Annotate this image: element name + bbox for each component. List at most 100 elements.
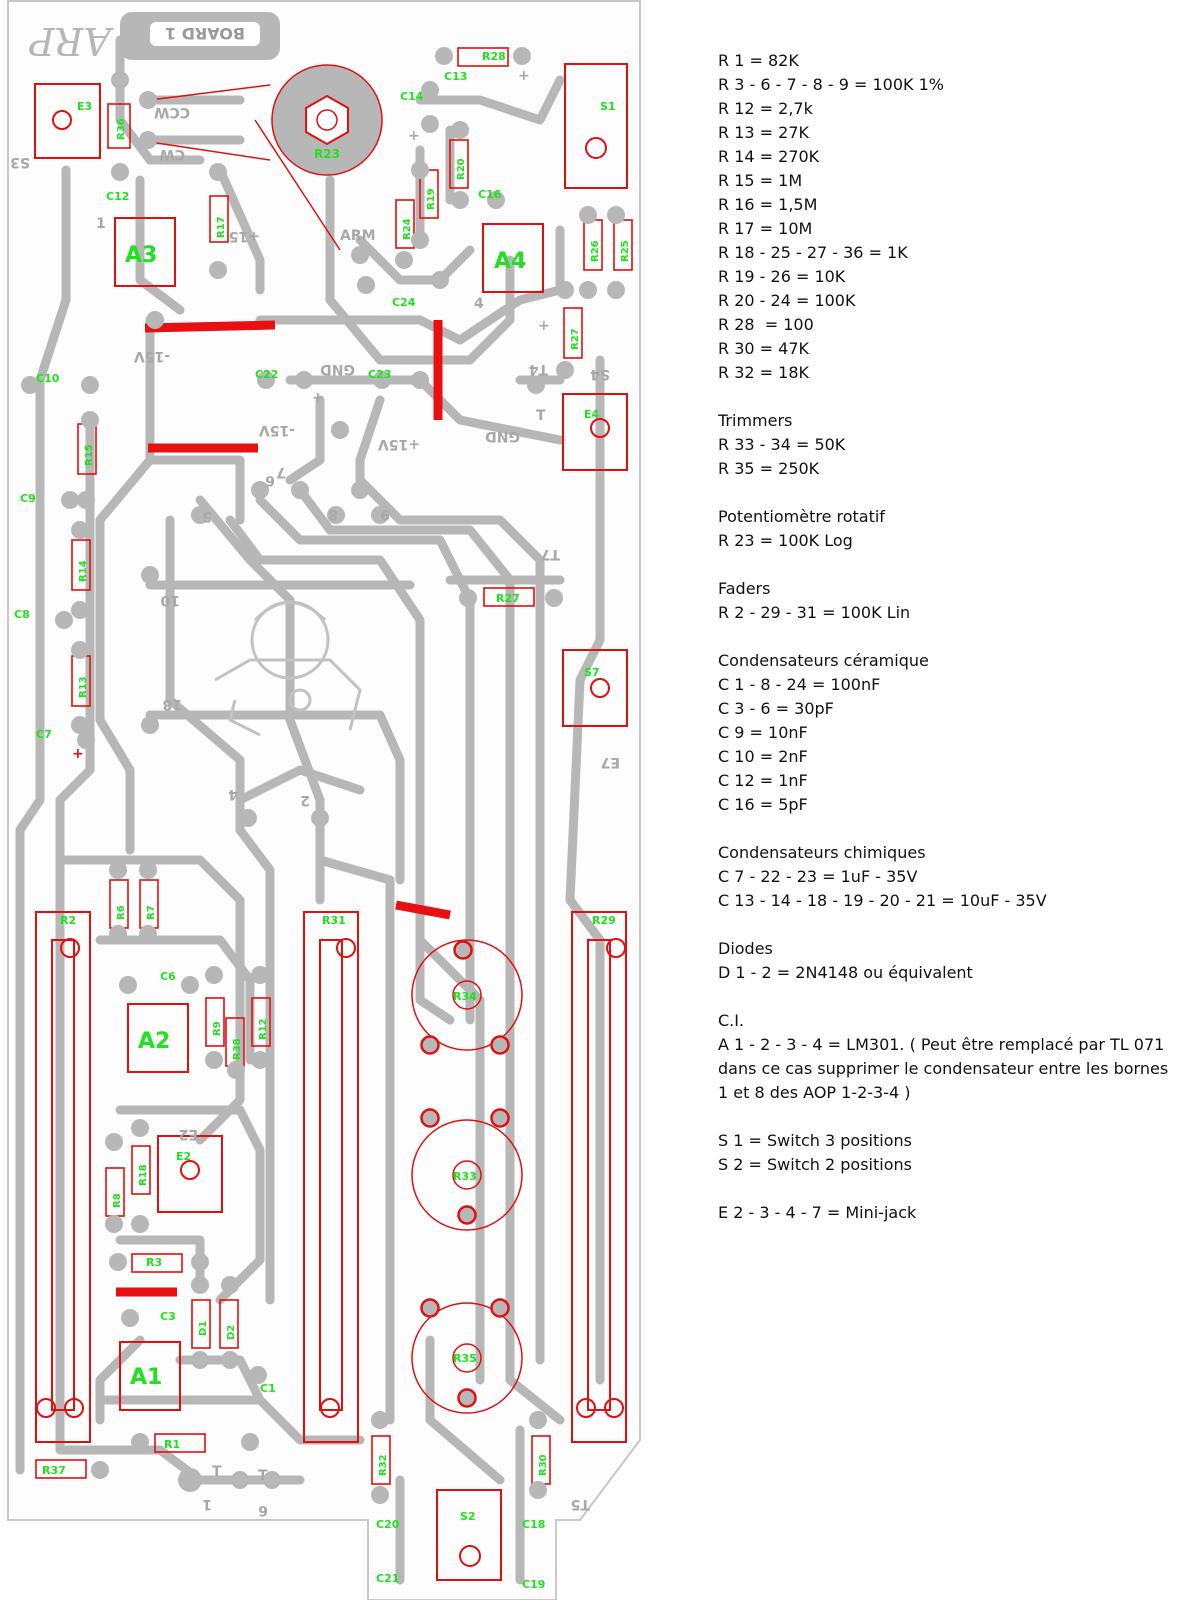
svg-text:D1: D1 [198, 1321, 209, 1336]
jumper-wires [116, 320, 451, 1297]
svg-text:+: + [72, 746, 84, 762]
svg-text:S7: S7 [584, 666, 600, 679]
pads [21, 47, 625, 1504]
bom-line: R 20 - 24 = 100K [718, 291, 856, 310]
svg-text:R8: R8 [112, 1193, 123, 1208]
svg-text:T7: T7 [541, 546, 560, 562]
svg-text:GND: GND [320, 361, 355, 377]
svg-text:A2: A2 [138, 1029, 170, 1054]
svg-text:A1: A1 [130, 1365, 162, 1390]
pcb-layout: BOARD 1 ARP R23 [7, 0, 641, 1600]
svg-text:R26: R26 [590, 240, 601, 262]
svg-text:C16: C16 [478, 188, 502, 201]
svg-text:A3: A3 [125, 243, 157, 268]
svg-text:R32: R32 [378, 1454, 389, 1476]
trimmer-r35 [411, 1298, 523, 1414]
svg-text:9: 9 [380, 506, 390, 522]
bom-line: R 13 = 27K [718, 123, 809, 142]
svg-text:R28: R28 [482, 50, 506, 63]
svg-text:R27: R27 [496, 592, 520, 605]
svg-text:ARM: ARM [340, 228, 376, 244]
trimmer-r33 [411, 1108, 523, 1231]
svg-text:C8: C8 [14, 608, 30, 621]
svg-text:6: 6 [258, 1502, 268, 1518]
svg-text:E7: E7 [601, 754, 620, 770]
svg-text:C22: C22 [255, 368, 278, 381]
bom-spacer [718, 481, 1178, 505]
svg-text:R2: R2 [60, 914, 76, 927]
bom-line: C 13 - 14 - 18 - 19 - 20 - 21 = 10uF - 3… [718, 891, 1047, 910]
svg-text:C13: C13 [444, 70, 467, 83]
bom-spacer [718, 913, 1178, 937]
bom-spacer [718, 1177, 1178, 1201]
svg-text:D2: D2 [226, 1325, 237, 1340]
svg-text:T: T [536, 408, 546, 424]
svg-text:R24: R24 [402, 218, 413, 240]
svg-text:R34: R34 [453, 990, 477, 1003]
svg-text:10: 10 [160, 592, 180, 608]
arp-logo: ARP [28, 19, 114, 63]
svg-text:CW: CW [159, 146, 185, 162]
bom-line: C 3 - 6 = 30pF [718, 699, 834, 718]
svg-text:R17: R17 [216, 216, 227, 238]
svg-text:+15: +15 [229, 228, 260, 244]
svg-text:C7: C7 [36, 728, 52, 741]
svg-text:R20: R20 [456, 158, 467, 180]
ic-packages [114, 217, 544, 1411]
svg-text:+: + [312, 390, 324, 406]
bom-line: R 3 - 6 - 7 - 8 - 9 = 100K 1% [718, 75, 944, 94]
svg-text:R35: R35 [453, 1352, 477, 1365]
svg-text:R27: R27 [570, 328, 581, 350]
svg-text:C14: C14 [400, 90, 424, 103]
copper-text-labels: CCW CW ARM +15 -15V GND -15V +15V GND S3… [10, 68, 620, 1518]
svg-text:-15V: -15V [259, 422, 295, 438]
bom-line: Faders [718, 579, 771, 598]
svg-text:C23: C23 [368, 368, 391, 381]
svg-text:R29: R29 [592, 914, 616, 927]
svg-text:S2: S2 [460, 1510, 476, 1523]
bom-spacer [718, 553, 1178, 577]
bom-spacer [718, 1105, 1178, 1129]
svg-text:8: 8 [328, 506, 338, 522]
svg-text:R13: R13 [78, 676, 89, 698]
bom-line: C 12 = 1nF [718, 771, 808, 790]
bom-spacer [718, 817, 1178, 841]
svg-text:R33: R33 [453, 1170, 477, 1183]
svg-text:R38: R38 [232, 1038, 243, 1060]
bom-line: Potentiomètre rotatif [718, 507, 885, 526]
bom-spacer [718, 385, 1178, 409]
svg-text:R18: R18 [138, 1164, 149, 1186]
svg-text:R36: R36 [116, 118, 127, 140]
svg-text:C9: C9 [20, 492, 36, 505]
bom-line: R 33 - 34 = 50K [718, 435, 846, 454]
svg-text:C21: C21 [376, 1572, 399, 1585]
svg-text:R37: R37 [42, 1464, 66, 1477]
bom-line: Condensateurs céramique [718, 651, 929, 670]
svg-text:T5: T5 [571, 1496, 590, 1512]
bom-line: R 35 = 250K [718, 459, 820, 478]
trimmer-r34 [411, 939, 523, 1055]
svg-text:C18: C18 [522, 1518, 545, 1531]
copper-traces [15, 35, 605, 1585]
svg-text:C12: C12 [106, 190, 129, 203]
bom-line: R 32 = 18K [718, 363, 809, 382]
bom-line: C 1 - 8 - 24 = 100nF [718, 675, 881, 694]
svg-text:-15V: -15V [134, 348, 170, 364]
bom-line: C.I. [718, 1011, 745, 1030]
svg-text:1: 1 [96, 216, 106, 232]
bom-line: R 28 = 100 [718, 315, 814, 334]
svg-text:S1: S1 [600, 100, 616, 113]
svg-text:R1: R1 [164, 1438, 180, 1451]
svg-text:C6: C6 [160, 970, 176, 983]
bom-line: R 19 - 26 = 10K [718, 267, 846, 286]
svg-text:T4: T4 [528, 361, 548, 377]
bom-line: R 1 = 82K [718, 51, 799, 70]
bom-line: A 1 - 2 - 3 - 4 = LM301. ( Peut être rem… [718, 1035, 1174, 1102]
svg-text:T: T [212, 1464, 222, 1480]
svg-text:R9: R9 [212, 1021, 223, 1036]
svg-text:R19: R19 [426, 188, 437, 210]
bom-line: R 30 = 47K [718, 339, 809, 358]
svg-text:1: 1 [202, 1496, 212, 1512]
fader-r31 [303, 911, 359, 1443]
svg-text:+: + [538, 318, 550, 334]
